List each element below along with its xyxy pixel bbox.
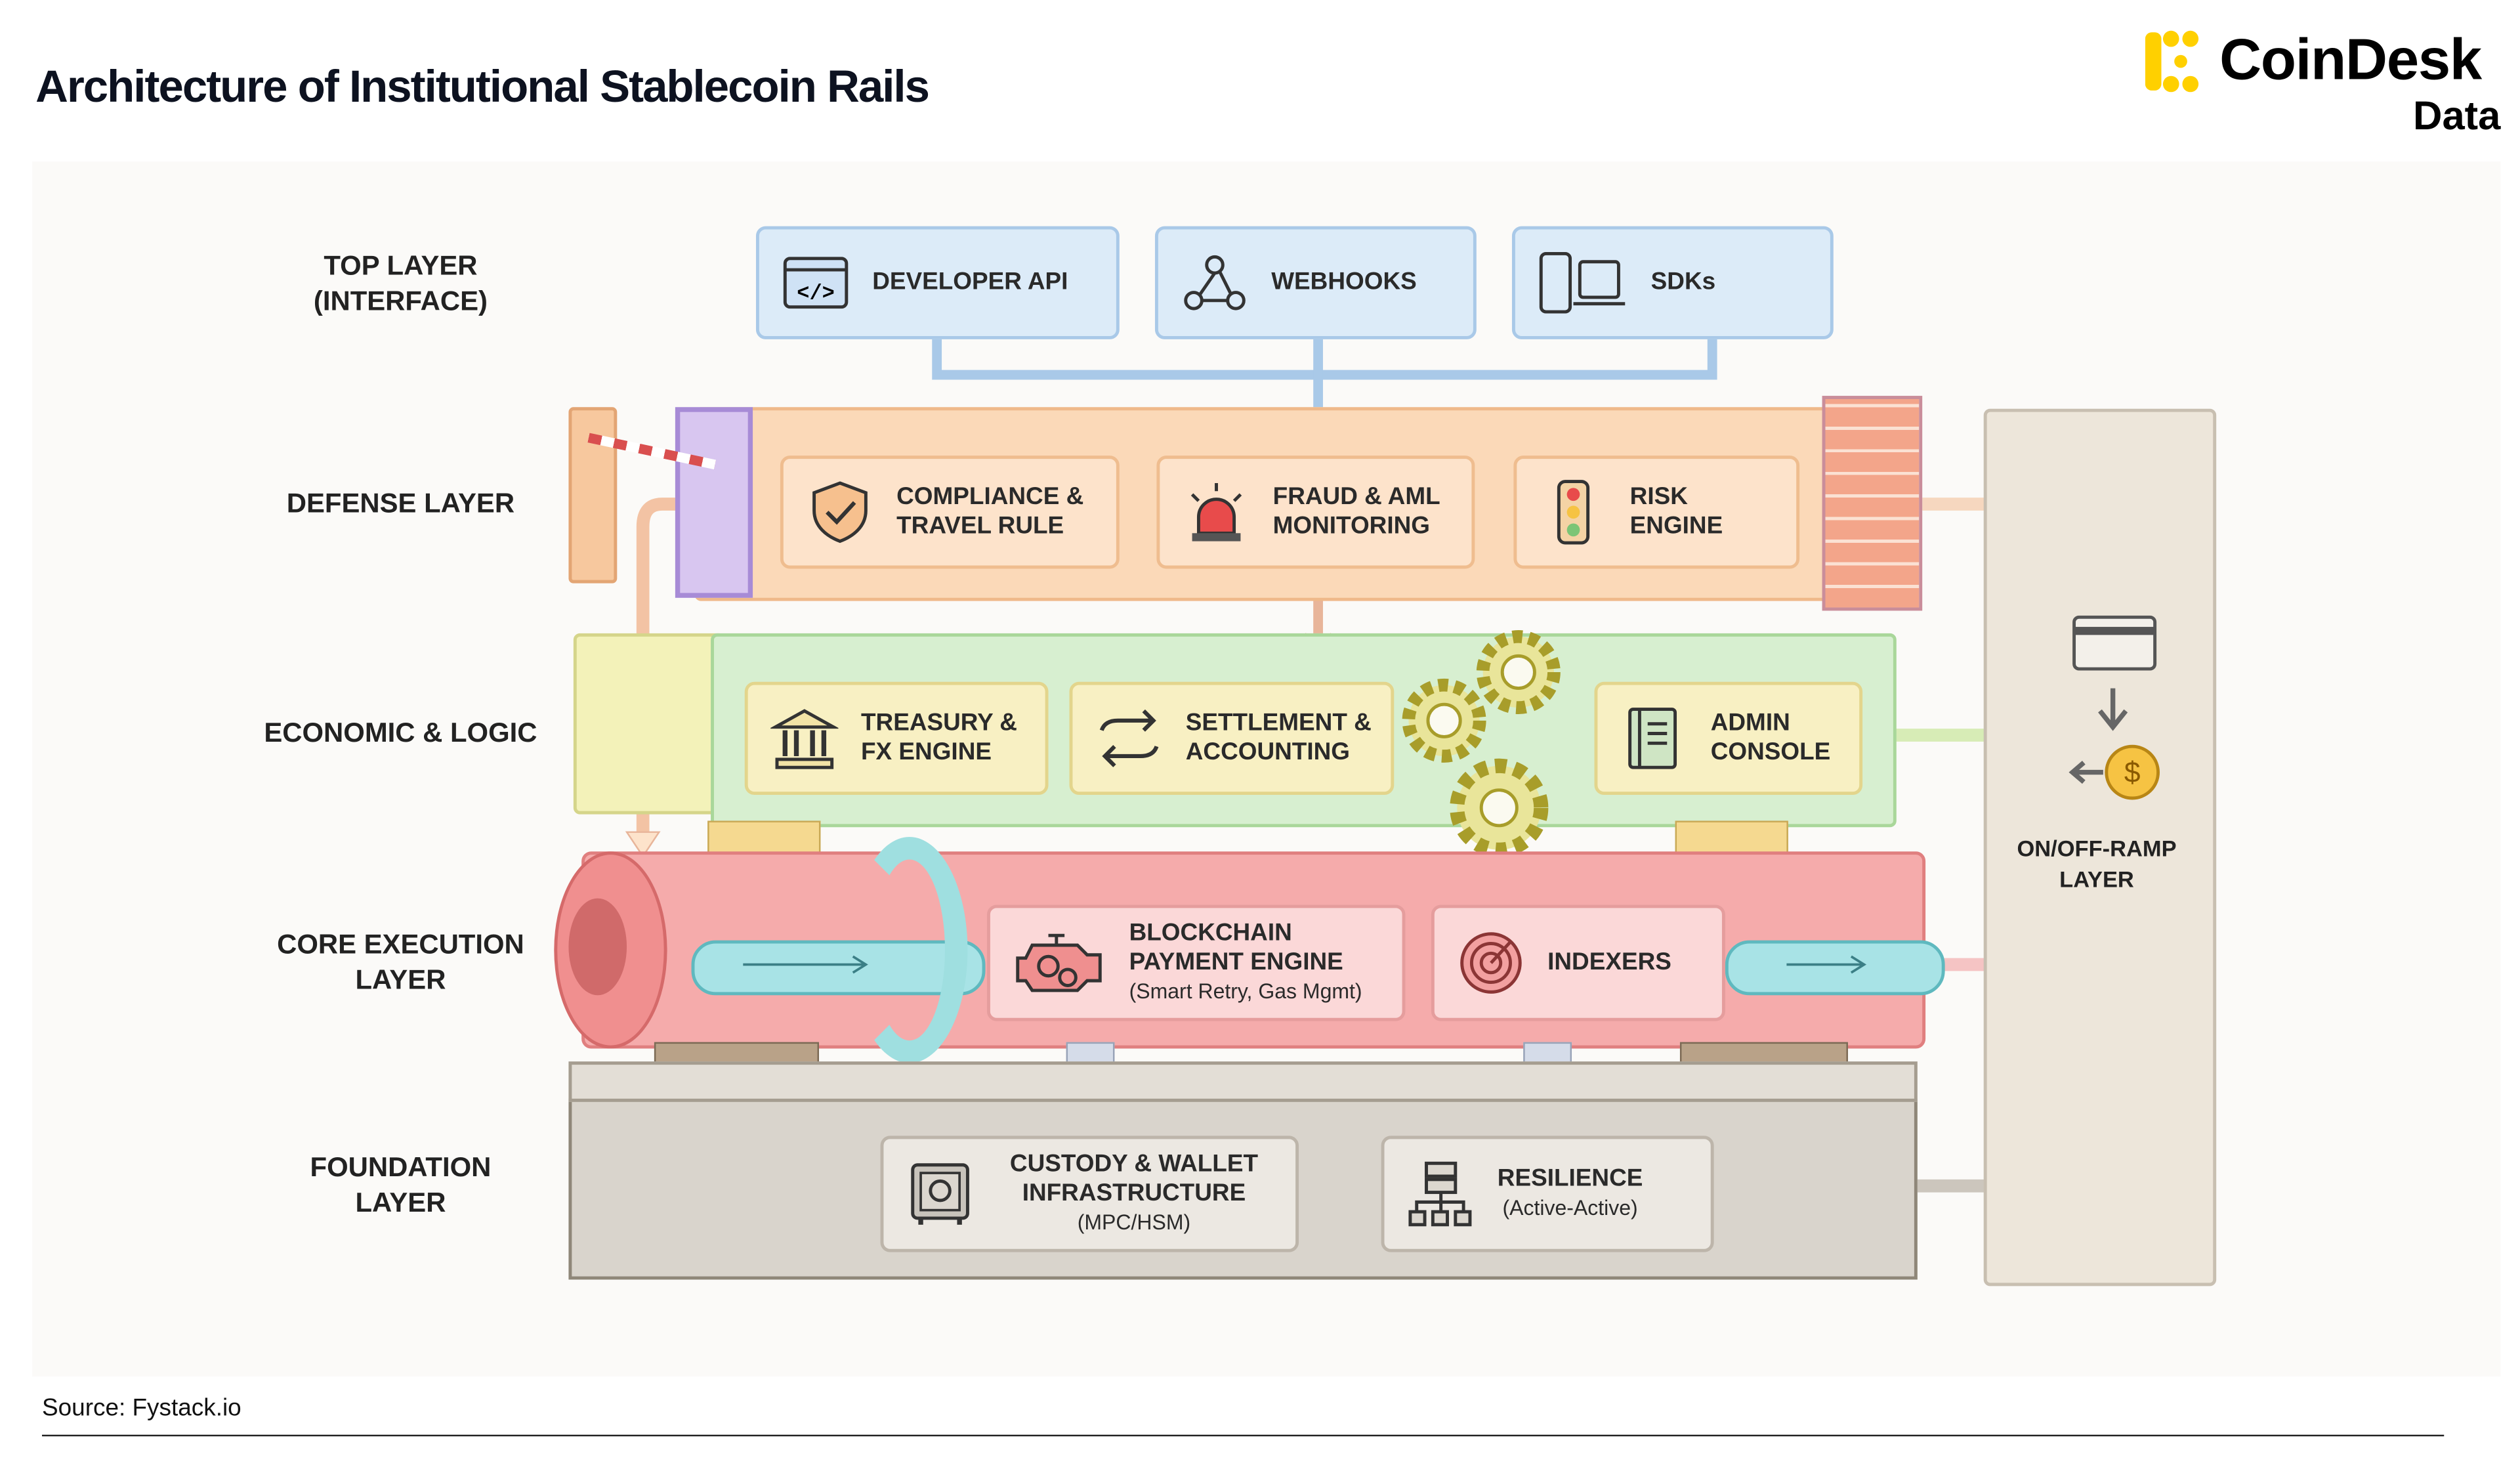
custody-wallet-box: CUSTODY & WALLET INFRASTRUCTURE (MPC/HSM) — [880, 1136, 1299, 1252]
foundation-top — [568, 1061, 1918, 1102]
indexers-label: INDEXERS — [1547, 948, 1671, 976]
admin-console-label: ADMIN CONSOLE — [1710, 709, 1831, 766]
compliance-box: COMPLIANCE & TRAVEL RULE — [780, 456, 1120, 569]
label-defense-layer: DEFENSE LAYER — [286, 488, 515, 519]
radar-icon — [1460, 932, 1522, 994]
fraud-aml-label: FRAUD & AML MONITORING — [1272, 482, 1440, 540]
coindesk-logo-icon — [2145, 30, 2199, 93]
treasury-fx-label: TREASURY & FX ENGINE — [860, 709, 1017, 766]
server-network-icon — [1408, 1161, 1472, 1227]
svg-text:</>: </> — [797, 281, 835, 305]
risk-engine-label: RISK ENGINE — [1629, 482, 1723, 540]
label-ramp-layer: ON/OFF-RAMP LAYER — [2017, 835, 2177, 892]
flow-pipe — [1725, 940, 1945, 996]
swap-arrows-icon — [1099, 709, 1159, 767]
label-foundation-layer: FOUNDATION LAYER — [310, 1152, 492, 1218]
treasury-fx-box: TREASURY & FX ENGINE — [744, 681, 1049, 796]
footer-divider — [41, 1434, 2445, 1437]
sdks-box: SDKs — [1511, 226, 1834, 339]
webhooks-box: WEBHOOKS — [1154, 226, 1477, 339]
cylinder-opening — [568, 898, 627, 996]
logo-subtitle: Data — [2413, 93, 2501, 139]
safe-icon — [911, 1163, 969, 1225]
blockchain-engine-text: BLOCKCHAIN PAYMENT ENGINE (Smart Retry, G… — [1129, 920, 1388, 1007]
alarm-light-icon — [1190, 482, 1242, 542]
sdks-label: SDKs — [1650, 268, 1716, 296]
admin-console-box: ADMIN CONSOLE — [1594, 681, 1863, 796]
engine-icon — [1016, 933, 1102, 992]
blockchain-engine-label: BLOCKCHAIN PAYMENT ENGINE — [1129, 919, 1343, 976]
source-note: Source: Fystack.io — [41, 1394, 242, 1422]
logo-wordmark: CoinDesk — [2219, 26, 2482, 93]
label-top-layer: TOP LAYER (INTERFACE) — [313, 250, 488, 317]
settlement-box: SETTLEMENT & ACCOUNTING — [1069, 681, 1395, 796]
developer-api-label: DEVELOPER API — [872, 268, 1068, 296]
gate-frame — [675, 407, 753, 598]
risk-engine-box: RISK ENGINE — [1513, 456, 1800, 569]
ramp-card-coin-icon: $ — [2068, 615, 2160, 800]
on-off-ramp-column — [1983, 408, 2217, 1286]
traffic-light-icon — [1557, 480, 1590, 545]
resilience-text: RESILIENCE(Active-Active) — [1498, 1165, 1643, 1223]
custody-text: CUSTODY & WALLET INFRASTRUCTURE (MPC/HSM) — [997, 1151, 1271, 1238]
indexers-box: INDEXERS — [1431, 904, 1725, 1021]
blockchain-engine-box: BLOCKCHAIN PAYMENT ENGINE (Smart Retry, G… — [986, 904, 1406, 1021]
page-title: Architecture of Institutional Stablecoin… — [35, 61, 930, 112]
fraud-aml-box: FRAUD & AML MONITORING — [1156, 456, 1475, 569]
compliance-label: COMPLIANCE & TRAVEL RULE — [896, 482, 1084, 540]
resilience-label: RESILIENCE — [1497, 1164, 1643, 1193]
shield-check-icon — [812, 481, 868, 543]
webhook-icon — [1184, 255, 1246, 310]
bank-icon — [770, 709, 839, 769]
blockchain-engine-sub: (Smart Retry, Gas Mgmt) — [1129, 979, 1362, 1004]
resilience-sub: (Active-Active) — [1502, 1195, 1638, 1220]
custody-label: CUSTODY & WALLET INFRASTRUCTURE — [1009, 1150, 1259, 1207]
devices-icon — [1539, 251, 1626, 314]
resilience-box: RESILIENCE(Active-Active) — [1381, 1136, 1714, 1252]
gears-icon — [1402, 629, 1561, 857]
label-core-layer: CORE EXECUTION LAYER — [277, 929, 524, 996]
svg-text:$: $ — [2124, 756, 2141, 788]
webhooks-label: WEBHOOKS — [1271, 268, 1417, 296]
brick-wall-firewall — [1822, 396, 1923, 611]
book-icon — [1628, 708, 1677, 769]
label-economic-layer: ECONOMIC & LOGIC — [264, 717, 537, 748]
settlement-label: SETTLEMENT & ACCOUNTING — [1185, 709, 1372, 766]
code-window-icon: </> — [783, 257, 849, 309]
economic-slab-side — [573, 633, 726, 815]
developer-api-box: </> DEVELOPER API — [755, 226, 1120, 339]
custody-sub: (MPC/HSM) — [1077, 1210, 1191, 1235]
